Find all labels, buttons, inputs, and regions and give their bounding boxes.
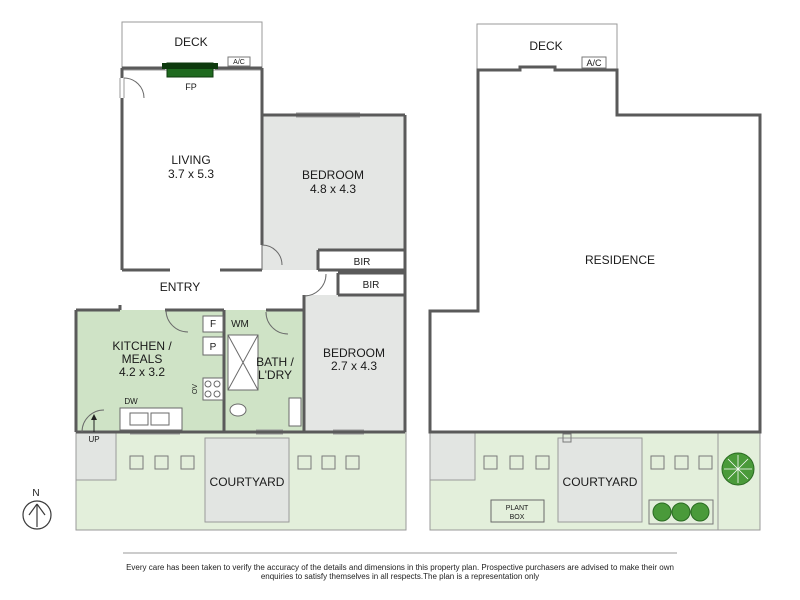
doors-left	[81, 77, 327, 433]
bir1-label: BIR	[354, 257, 371, 268]
kitchen-label-2: MEALS	[122, 352, 163, 366]
planter-pots	[129, 455, 360, 470]
residence-label: RESIDENCE	[585, 253, 655, 267]
disclaimer-text: Every care has been taken to verify the …	[126, 563, 674, 581]
bath-label-1: BATH /	[256, 355, 294, 369]
courtyard-pad-right	[557, 437, 643, 523]
bedroom2-fill	[304, 295, 405, 432]
residence-outline	[428, 65, 762, 434]
fireplace-label: FP	[185, 82, 197, 92]
fixtures-left	[119, 315, 302, 431]
shrub-icon	[652, 502, 710, 522]
living-size: 3.7 x 5.3	[168, 167, 214, 181]
deck-label-left: DECK	[174, 35, 207, 49]
fireplace-hearth	[162, 63, 218, 69]
planter-pots-right	[483, 455, 713, 470]
dw-label: DW	[124, 397, 138, 406]
ac-unit-left	[227, 56, 251, 67]
fridge-label: F	[210, 319, 216, 330]
courtyard-label-right: COURTYARD	[563, 475, 638, 489]
windows-left	[119, 78, 364, 435]
shrub-bed	[648, 499, 714, 525]
plant-box-label-1: PLANT	[506, 505, 529, 512]
bir2-label: BIR	[363, 280, 380, 291]
bedroom2-label: BEDROOM	[323, 346, 385, 360]
living-label: LIVING	[171, 153, 210, 167]
bath-label-2: L'DRY	[258, 368, 292, 382]
bedroom2-size: 2.7 x 4.3	[331, 359, 377, 373]
tree-detail	[724, 455, 752, 483]
entry-label: ENTRY	[160, 280, 200, 294]
ac-label-left: A/C	[233, 59, 245, 66]
up-arrowhead	[91, 414, 97, 420]
pantry-label: P	[210, 342, 217, 353]
oven-label: OV	[192, 384, 199, 394]
ac-unit-right	[581, 56, 607, 69]
plant-box	[490, 499, 545, 523]
courtyard-paving-right	[429, 431, 476, 481]
bedroom1-label: BEDROOM	[302, 168, 364, 182]
bedroom1-fill	[262, 115, 405, 270]
north-label: N	[32, 488, 39, 499]
walls-left	[74, 66, 407, 434]
courtyard-label-left: COURTYARD	[210, 475, 285, 489]
small-marker-right	[562, 433, 572, 443]
plant-box-label-2: BOX	[510, 514, 525, 521]
wm-label: WM	[231, 319, 249, 330]
bedroom1-size: 4.8 x 4.3	[310, 182, 356, 196]
ac-label-right: A/C	[586, 58, 602, 68]
kitchen-label-1: KITCHEN /	[112, 339, 172, 353]
up-label: UP	[88, 435, 99, 444]
courtyard-pad	[204, 437, 290, 523]
north-arrow-icon	[22, 500, 52, 530]
kitchen-size: 4.2 x 3.2	[119, 365, 165, 379]
deck-label-right: DECK	[529, 39, 562, 53]
courtyard-paving	[75, 431, 117, 481]
